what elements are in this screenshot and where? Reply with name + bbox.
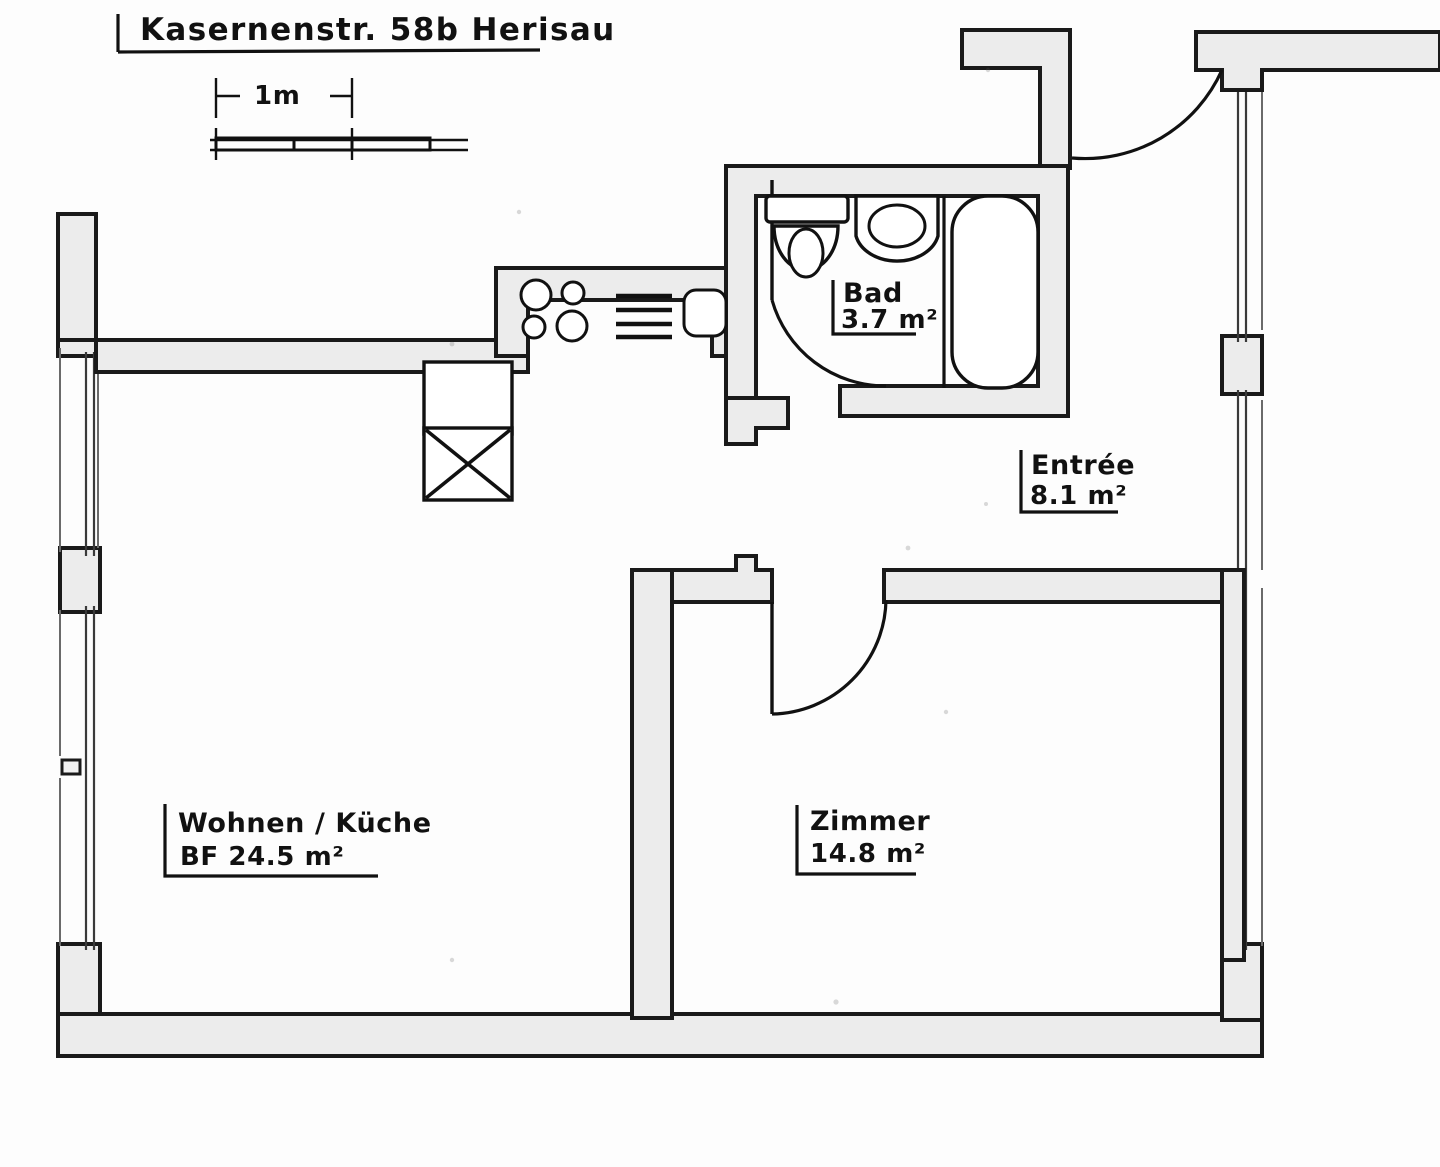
wohnen-room-name: Wohnen / Küche: [178, 808, 432, 839]
wall-zimmer-vertical: [630, 568, 674, 1020]
doors-group: [770, 69, 1224, 716]
wall-left-middle-pier: [58, 546, 102, 614]
scale-bar: 1m: [210, 78, 468, 160]
entrance-door-swing-arc: [1071, 69, 1224, 161]
zimmer-room-area: 14.8 m²: [810, 839, 926, 869]
room-label-bad: Bad 3.7 m²: [831, 278, 938, 336]
bad-label-bracket: [831, 280, 916, 336]
wall-top-living: [58, 268, 530, 374]
zimmer-room-name: Zimmer: [810, 806, 930, 837]
wall-bathroom-door-jamb: [724, 396, 790, 446]
wohnen-room-area: BF 24.5 m²: [180, 842, 344, 872]
title-block: Kasernenstr. 58b Herisau: [116, 12, 616, 54]
toilet-cistern-icon: [764, 194, 850, 224]
bathroom-fixtures: [764, 194, 1040, 390]
wohnen-label-bracket: [163, 804, 378, 878]
entree-label-bracket: [1019, 450, 1118, 514]
washbasin-bowl-icon: [867, 203, 927, 249]
paper-speckles: [449, 29, 991, 1005]
cooktop-burner-4-icon: [555, 309, 589, 343]
entree-room-name: Entrée: [1031, 450, 1135, 481]
kitchen-fixtures: [422, 278, 728, 502]
wall-right-middle-pier: [1220, 334, 1264, 396]
wall-bottom: [56, 1012, 1264, 1058]
bad-room-name: Bad: [843, 278, 903, 309]
plan-title: Kasernenstr. 58b Herisau: [140, 12, 616, 48]
wall-structure: [56, 28, 1440, 1058]
entrance-door[interactable]: [1071, 69, 1224, 161]
wall-zimmer-top-right: [882, 568, 1246, 604]
appliance-cross-b: [424, 428, 512, 500]
bathroom-door-swing-arc: [770, 299, 887, 388]
bathtub-icon: [950, 194, 1040, 390]
bad-room-area: 3.7 m²: [841, 305, 938, 335]
room-label-wohnen-kueche: Wohnen / Küche BF 24.5 m²: [163, 804, 432, 878]
wall-left-notch: [60, 758, 82, 776]
cooktop-burner-2-icon: [560, 280, 586, 306]
room-label-zimmer: Zimmer 14.8 m²: [795, 805, 930, 876]
kitchen-sink-icon: [682, 288, 728, 338]
wall-right-bottom-pier: [1220, 942, 1264, 1022]
zimmer-door-swing-arc: [771, 599, 888, 716]
zimmer-door[interactable]: [770, 599, 888, 716]
wall-top-right: [1194, 30, 1440, 92]
wall-left-bottom-pier: [56, 942, 102, 1022]
toilet-seat-inner-icon: [787, 227, 825, 279]
wall-top-entrance: [960, 28, 1072, 170]
wall-zimmer-top-left: [632, 554, 774, 604]
room-label-entree: Entrée 8.1 m²: [1019, 450, 1135, 514]
cooktop-burner-3-icon: [521, 314, 547, 340]
zimmer-label-bracket: [795, 805, 916, 876]
scale-label: 1m: [254, 81, 300, 111]
entree-room-area: 8.1 m²: [1030, 481, 1127, 511]
tall-cabinet-icon: [422, 360, 514, 436]
title-underline: [117, 48, 541, 54]
cooktop-burner-1-icon: [519, 278, 553, 312]
wall-zimmer-right: [1220, 568, 1246, 962]
